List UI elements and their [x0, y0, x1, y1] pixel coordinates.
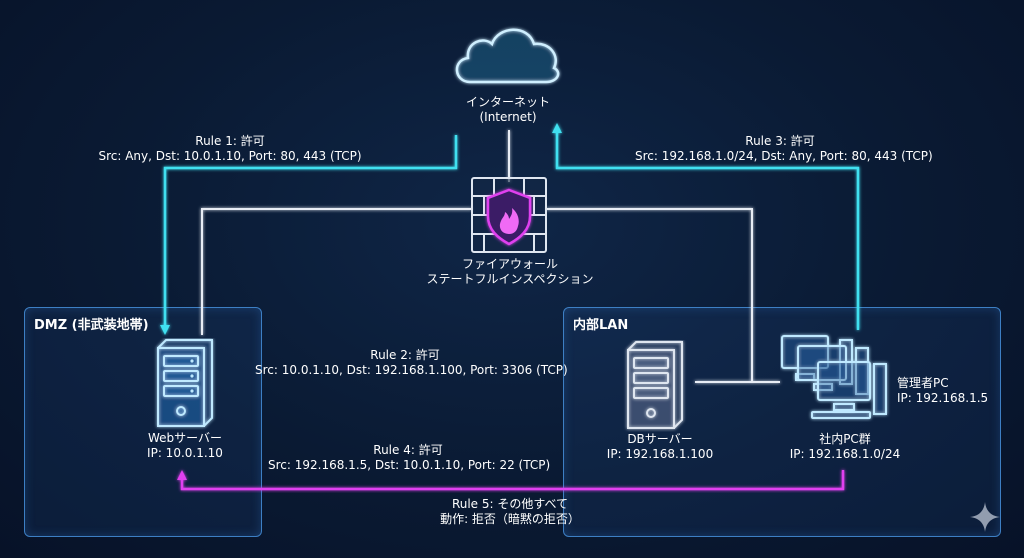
rule1-path — [160, 135, 458, 335]
pcs-ip: IP: 192.168.1.0/24 — [789, 447, 901, 461]
rule3-path — [552, 123, 860, 330]
rule5-detail: 動作: 拒否（暗黙の拒否） — [440, 512, 580, 526]
rule1-detail: Src: Any, Dst: 10.0.1.10, Port: 80, 443 … — [98, 149, 362, 163]
rule4-path — [177, 470, 845, 491]
admin-name: 管理者PC — [897, 376, 949, 390]
rule4-detail: Src: 192.168.1.5, Dst: 10.0.1.10, Port: … — [268, 458, 551, 472]
server-icon — [157, 339, 213, 427]
rule2-title: Rule 2: 許可 — [370, 348, 440, 362]
firewall-sub: ステートフルインスペクション — [426, 272, 594, 286]
rule1-title: Rule 1: 許可 — [195, 134, 265, 148]
db-server-name: DBサーバー — [627, 432, 693, 446]
internet-sub: (Internet) — [479, 110, 537, 124]
rule2-detail: Src: 10.0.1.10, Dst: 192.168.1.100, Port… — [255, 363, 568, 377]
web-server-name: Webサーバー — [147, 431, 223, 445]
desktop-group-icon — [781, 335, 887, 419]
firewall-name: ファイアウォール — [461, 257, 558, 271]
pcs-name: 社内PC群 — [819, 432, 871, 446]
pcs-label: 社内PC群 IP: 192.168.1.0/24 — [775, 432, 915, 462]
sparkle-icon — [970, 502, 1000, 532]
web-server-label: Webサーバー IP: 10.0.1.10 — [115, 431, 255, 461]
rule2-label: Rule 2: 許可 Src: 10.0.1.10, Dst: 192.168.… — [255, 348, 568, 378]
firewall-label: ファイアウォール ステートフルインスペクション — [400, 257, 620, 287]
db-server-ip: IP: 192.168.1.100 — [606, 447, 714, 461]
firewall-shield-icon — [471, 177, 547, 253]
cloud-icon — [455, 28, 560, 84]
rule3-detail: Src: 192.168.1.0/24, Dst: Any, Port: 80,… — [635, 149, 933, 163]
dmz-zone — [24, 307, 262, 537]
internet-label: インターネット (Internet) — [438, 95, 578, 125]
dmz-zone-title: DMZ (非武装地帯) — [34, 318, 149, 333]
rule4-label: Rule 4: 許可 Src: 192.168.1.5, Dst: 10.0.1… — [268, 443, 551, 473]
web-server-ip: IP: 10.0.1.10 — [147, 446, 223, 460]
rule4-title: Rule 4: 許可 — [373, 443, 443, 457]
firewall-links — [201, 130, 780, 383]
db-server-label: DBサーバー IP: 192.168.1.100 — [590, 432, 730, 462]
rule3-title: Rule 3: 許可 — [745, 134, 815, 148]
internet-name: インターネット — [465, 95, 550, 109]
db-server-icon — [627, 341, 683, 429]
rule5-label: Rule 5: その他すべて 動作: 拒否（暗黙の拒否） — [400, 497, 620, 527]
rule3-label: Rule 3: 許可 Src: 192.168.1.0/24, Dst: Any… — [635, 134, 933, 164]
rule5-title: Rule 5: その他すべて — [451, 497, 569, 511]
rule1-label: Rule 1: 許可 Src: Any, Dst: 10.0.1.10, Por… — [95, 134, 365, 164]
admin-ip: IP: 192.168.1.5 — [897, 391, 989, 405]
admin-label: 管理者PC IP: 192.168.1.5 — [897, 376, 988, 406]
lan-zone-title: 内部LAN — [573, 318, 629, 333]
